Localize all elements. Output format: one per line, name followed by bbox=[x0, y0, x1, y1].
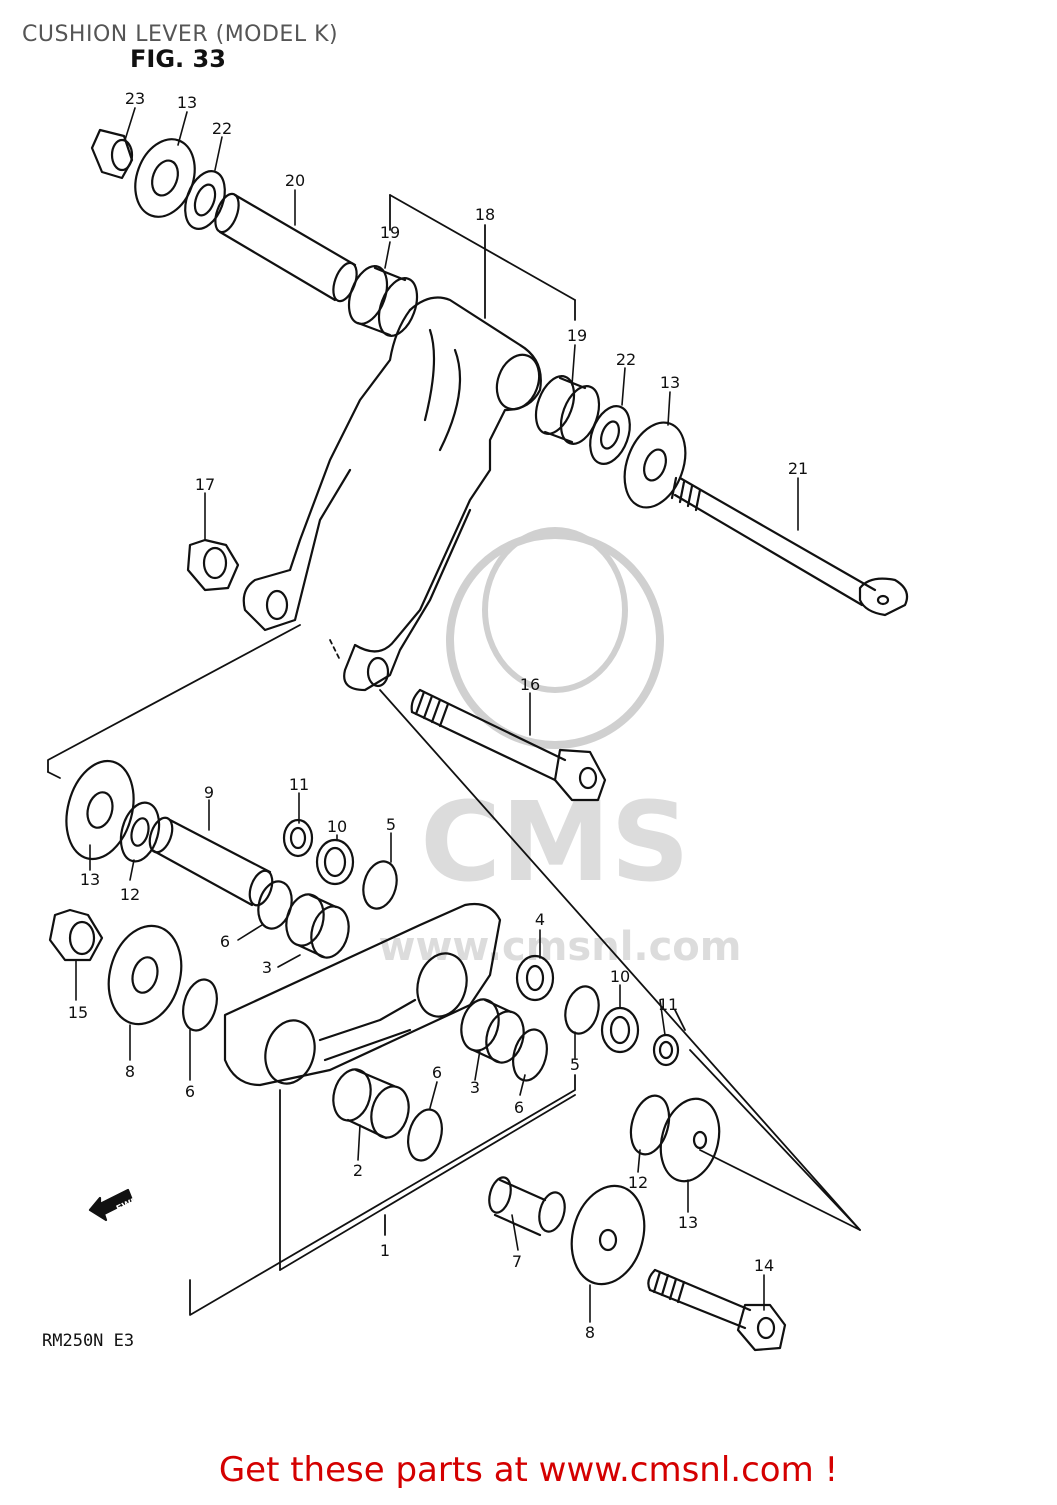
figure-label: FIG. 33 bbox=[130, 45, 226, 73]
part-6-circlip-lower-right bbox=[512, 1028, 548, 1082]
callout-19-right: 19 bbox=[567, 326, 587, 345]
fwd-arrow bbox=[88, 1188, 134, 1222]
callout-12-right: 12 bbox=[628, 1173, 648, 1192]
part-6-circlip-lower bbox=[407, 1108, 443, 1162]
part-16-bolt bbox=[410, 688, 607, 802]
part-9-sleeve bbox=[148, 816, 274, 907]
callout-10: 10 bbox=[327, 817, 347, 836]
callout-2: 2 bbox=[353, 1161, 363, 1180]
callout-12: 12 bbox=[120, 885, 140, 904]
part-6-circlip-left bbox=[182, 978, 218, 1032]
part-1-cushion-rod bbox=[223, 902, 502, 1087]
callout-21: 21 bbox=[788, 459, 808, 478]
part-23-nut bbox=[90, 128, 134, 180]
callout-10-right: 10 bbox=[610, 967, 630, 986]
callout-8-right: 8 bbox=[585, 1323, 595, 1342]
footer-cta-link[interactable]: Get these parts at www.cmsnl.com ! bbox=[218, 1450, 839, 1490]
callout-4: 4 bbox=[535, 910, 545, 929]
part-5-circlip-right bbox=[564, 985, 600, 1035]
part-3-bearing-lower bbox=[460, 998, 525, 1064]
page-title: CUSHION LEVER (MODEL K) bbox=[22, 22, 339, 47]
callout-20: 20 bbox=[285, 171, 305, 190]
part-10-seal-upper bbox=[315, 838, 355, 886]
part-12-ring-lower-left bbox=[119, 801, 161, 863]
callout-6-lower-right: 6 bbox=[514, 1098, 524, 1117]
callout-6-mid: 6 bbox=[432, 1063, 442, 1082]
part-21-bolt bbox=[670, 476, 909, 617]
part-10-seal-right bbox=[600, 1006, 640, 1054]
callout-19: 19 bbox=[380, 223, 400, 242]
callout-13-lower-right: 13 bbox=[678, 1213, 698, 1232]
callout-6: 6 bbox=[220, 932, 230, 951]
callout-16: 16 bbox=[520, 675, 540, 694]
part-15-nut bbox=[48, 908, 104, 962]
callout-17: 17 bbox=[195, 475, 215, 494]
part-18-cushion-lever bbox=[242, 296, 542, 692]
part-2-bearing bbox=[332, 1068, 410, 1140]
part-4-bush bbox=[515, 954, 555, 1002]
callout-9: 9 bbox=[204, 783, 214, 802]
callout-15: 15 bbox=[68, 1003, 88, 1022]
part-12-ring-lower-right bbox=[629, 1094, 671, 1156]
callout-14: 14 bbox=[754, 1256, 774, 1275]
part-7-collar bbox=[488, 1176, 566, 1237]
callout-8: 8 bbox=[125, 1062, 135, 1081]
part-13-washer-right bbox=[623, 421, 687, 509]
watermark-cms-text: CMS bbox=[420, 778, 689, 906]
part-3-bearing-upper bbox=[285, 893, 350, 959]
part-20-sleeve bbox=[214, 192, 358, 303]
callout-22-right: 22 bbox=[616, 350, 636, 369]
part-17-nut bbox=[186, 538, 240, 592]
callout-3: 3 bbox=[262, 958, 272, 977]
model-code: RM250N E3 bbox=[42, 1331, 135, 1351]
callout-13-right: 13 bbox=[660, 373, 680, 392]
part-13-washer-lower-right bbox=[659, 1097, 721, 1183]
callout-11-right: 11 bbox=[658, 995, 678, 1014]
callout-1: 1 bbox=[380, 1241, 390, 1260]
part-11-nut-upper bbox=[282, 818, 314, 858]
callout-13-lower: 13 bbox=[80, 870, 100, 889]
cms-watermark: CMS www.cmsnl.com bbox=[379, 527, 742, 970]
callout-18: 18 bbox=[475, 205, 495, 224]
leader-lines bbox=[75, 107, 799, 1323]
callout-22: 22 bbox=[212, 119, 232, 138]
part-8-washer-left bbox=[107, 924, 183, 1026]
callout-5-right: 5 bbox=[570, 1055, 580, 1074]
part-14-bolt bbox=[647, 1268, 787, 1352]
callout-3-lower: 3 bbox=[470, 1078, 480, 1097]
part-19-bearing-left bbox=[347, 265, 419, 337]
part-11-nut-right bbox=[652, 1033, 680, 1067]
callout-5: 5 bbox=[386, 815, 396, 834]
part-22-ring-top bbox=[184, 170, 226, 230]
part-8-washer-right bbox=[570, 1184, 646, 1286]
callout-13: 13 bbox=[177, 93, 197, 112]
part-22-ring-right bbox=[589, 405, 631, 465]
part-5-circlip-upper bbox=[362, 860, 398, 910]
callout-6-left: 6 bbox=[185, 1082, 195, 1101]
callout-7: 7 bbox=[512, 1252, 522, 1271]
assembly-lines bbox=[47, 194, 861, 1316]
watermark-url-text: www.cmsnl.com bbox=[379, 924, 742, 970]
callout-23: 23 bbox=[125, 89, 145, 108]
callout-11: 11 bbox=[289, 775, 309, 794]
callout-labels: 23 13 22 20 19 18 19 22 13 21 17 16 9 11… bbox=[68, 89, 808, 1342]
part-13-washer-lower-left bbox=[65, 759, 135, 861]
part-13-washer-top bbox=[134, 138, 196, 218]
